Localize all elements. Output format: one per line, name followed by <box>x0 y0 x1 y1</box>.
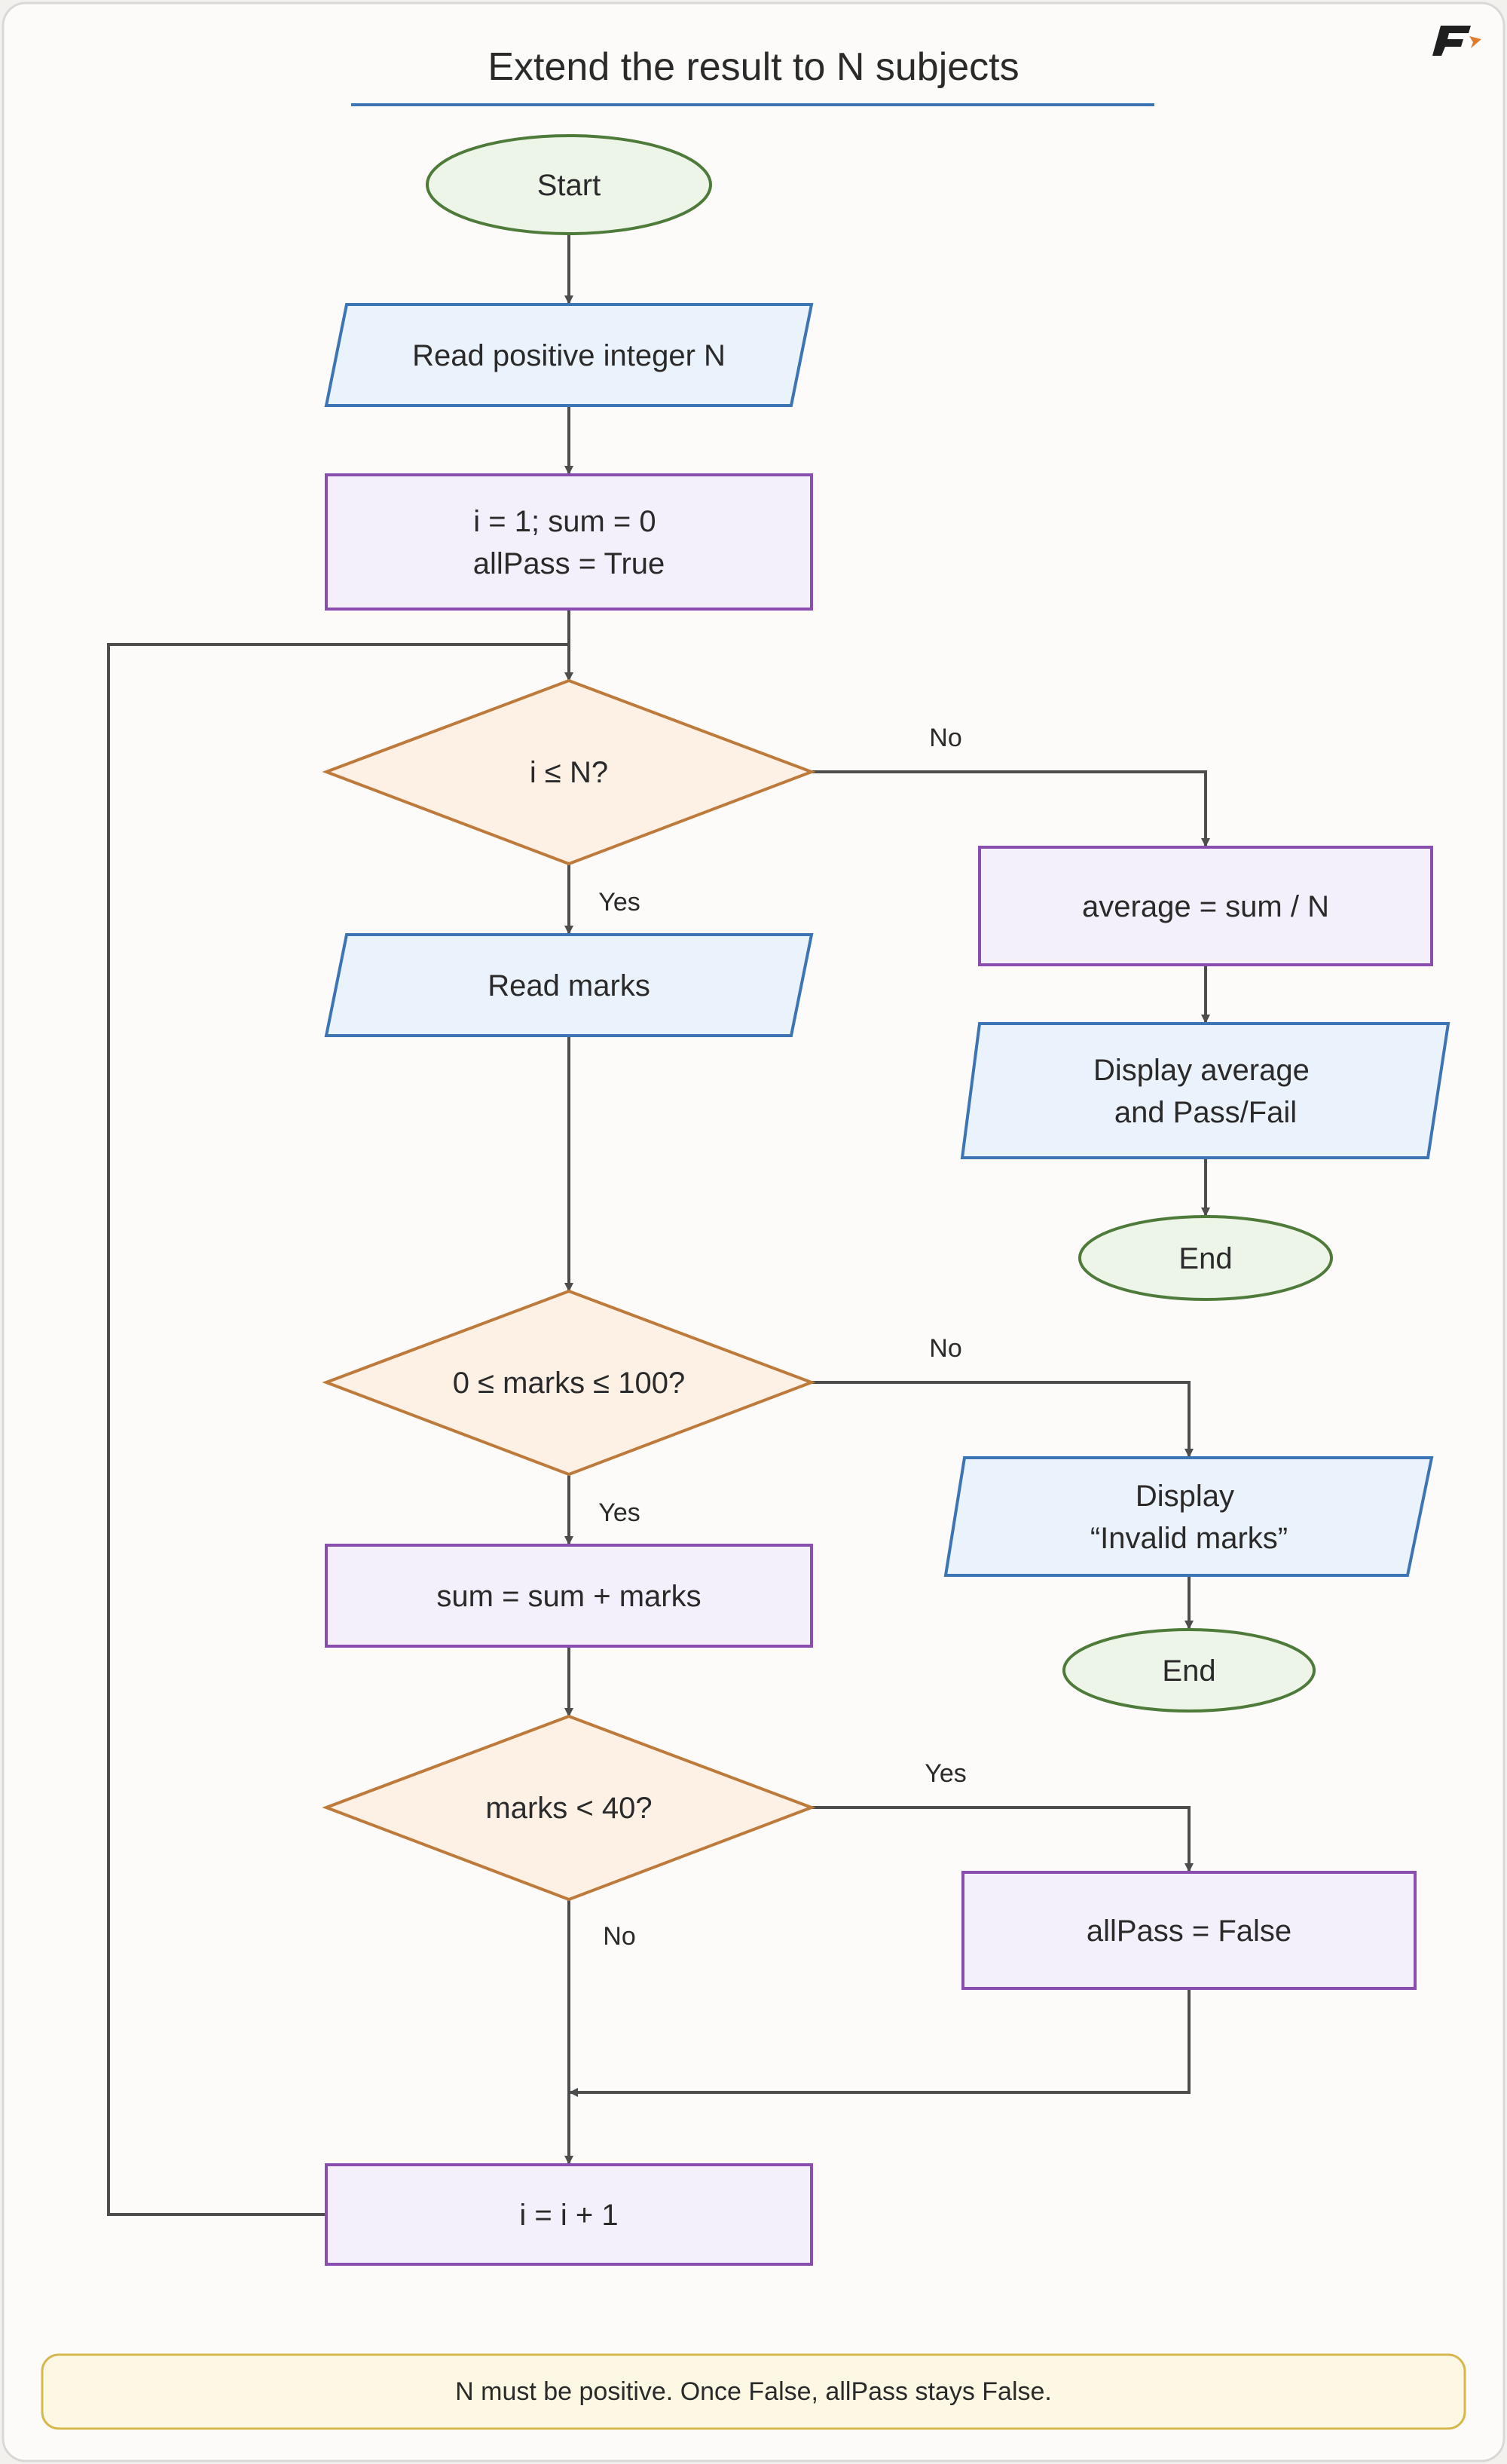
node-display-avg: Display average and Pass/Fail <box>960 1022 1450 1159</box>
svg-text:Start: Start <box>537 169 601 202</box>
brand-logo-icon <box>1432 26 1481 56</box>
node-sum-update-line: sum = sum + marks <box>436 1580 701 1613</box>
node-cond-marks: 0 ≤ marks ≤ 100? <box>322 1289 816 1477</box>
nodes: Start Read positive integer N i = 1; sum… <box>322 134 1450 2266</box>
node-display-invalid-line-1: Display <box>1136 1480 1234 1513</box>
node-end-1-line: End <box>1178 1242 1232 1275</box>
node-display-avg-line-2: and Pass/Fail <box>1114 1096 1297 1129</box>
node-init-line-2: allPass = True <box>473 547 665 580</box>
svg-text:Display average and Pa: Display average and Pass/Fail <box>1093 1054 1318 1129</box>
edge-label-cond-lt40-no: No <box>603 1922 635 1951</box>
node-end-2-line: End <box>1162 1654 1215 1688</box>
node-allpass-false: allPass = False <box>961 1871 1417 1990</box>
edge-labels: No Yes No Yes Yes No <box>598 724 966 1951</box>
svg-text:Read positive integer N: Read positive integer N <box>412 339 726 372</box>
edge-cond-lt40-yes-to-allpass-false <box>812 1806 1194 1872</box>
svg-text:marks < 40?: marks < 40? <box>485 1792 652 1825</box>
svg-text:i = 1; sum = 0 allPass: i = 1; sum = 0 allPass = True <box>473 505 665 580</box>
edge-label-cond-marks-yes: Yes <box>598 1498 640 1527</box>
node-display-invalid-line-2: “Invalid marks” <box>1090 1522 1288 1555</box>
node-init: i = 1; sum = 0 allPass = True <box>325 473 813 611</box>
node-display-avg-line-1: Display average <box>1093 1054 1310 1087</box>
svg-text:allPass = False: allPass = False <box>1087 1915 1291 1948</box>
node-increment-line: i = i + 1 <box>519 2199 618 2232</box>
edge-increment-loop-back <box>107 643 569 2216</box>
node-cond-marks-line: 0 ≤ marks ≤ 100? <box>453 1367 685 1400</box>
node-cond-i: i ≤ N? <box>322 678 816 866</box>
node-average-line: average = sum / N <box>1082 890 1329 923</box>
node-start: Start <box>426 134 712 235</box>
svg-text:average = sum / N: average = sum / N <box>1082 890 1329 923</box>
node-cond-i-line: i ≤ N? <box>530 756 608 789</box>
note-box: N must be positive. Once False, allPass … <box>41 2353 1466 2430</box>
node-start-line: Start <box>537 169 601 202</box>
svg-text:i ≤ N?: i ≤ N? <box>530 756 608 789</box>
diagram-title: Extend the result to N subjects <box>488 45 1019 89</box>
svg-text:Read marks: Read marks <box>488 969 650 1002</box>
node-init-line-1: i = 1; sum = 0 <box>473 505 656 538</box>
node-read-marks: Read marks <box>324 933 814 1037</box>
node-read-marks-line: Read marks <box>488 969 650 1002</box>
node-sum-update: sum = sum + marks <box>325 1544 813 1648</box>
node-cond-lt40-line: marks < 40? <box>485 1792 652 1825</box>
node-allpass-false-line: allPass = False <box>1087 1915 1291 1948</box>
node-cond-lt40: marks < 40? <box>322 1714 816 1902</box>
edge-allpass-false-merge <box>569 1988 1191 2097</box>
edge-label-cond-i-no: No <box>929 724 961 752</box>
svg-text:0 ≤ marks ≤ 100?: 0 ≤ marks ≤ 100? <box>453 1367 685 1400</box>
edge-label-cond-lt40-yes: Yes <box>925 1759 966 1788</box>
node-increment: i = i + 1 <box>325 2163 813 2266</box>
svg-text:sum = sum + marks: sum = sum + marks <box>436 1580 701 1613</box>
svg-text:End: End <box>1162 1654 1215 1688</box>
node-end-1: End <box>1078 1215 1333 1301</box>
edge-label-cond-marks-no: No <box>929 1334 961 1363</box>
edges <box>107 234 1210 2216</box>
svg-text:i = i + 1: i = i + 1 <box>519 2199 618 2232</box>
edge-label-cond-i-yes: Yes <box>598 888 640 917</box>
svg-text:Display “Invalid marks: Display “Invalid marks” <box>1090 1480 1288 1555</box>
svg-text:End: End <box>1178 1242 1232 1275</box>
node-read-n-line: Read positive integer N <box>412 339 726 372</box>
node-average: average = sum / N <box>978 846 1433 966</box>
node-end-2: End <box>1062 1628 1316 1713</box>
edge-cond-marks-no-to-display-invalid <box>812 1381 1194 1458</box>
edge-cond-i-no-to-average <box>812 770 1210 847</box>
note-text: N must be positive. Once False, allPass … <box>455 2377 1052 2406</box>
node-display-invalid: Display “Invalid marks” <box>943 1456 1434 1577</box>
node-read-n: Read positive integer N <box>324 303 814 407</box>
